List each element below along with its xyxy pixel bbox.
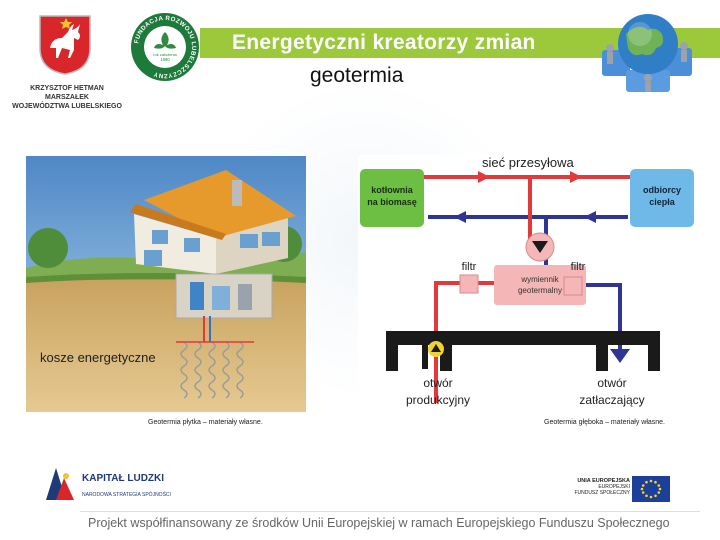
eu-label-fund2: FUNDUSZ SPOŁECZNY xyxy=(574,490,630,496)
eu-label-fund1: EUROPEJSKI xyxy=(598,484,630,490)
arrow-right-icon xyxy=(570,171,582,183)
arrow-down-icon xyxy=(610,349,630,363)
filter-right-icon xyxy=(563,276,583,296)
filter-left-label: filtr xyxy=(462,261,477,273)
consumers-label-line1: odbiorcy xyxy=(643,185,681,195)
injection-well-line1: otwór xyxy=(597,376,626,390)
page-title: geotermia xyxy=(310,64,404,87)
kapital-ludzki-logo-icon xyxy=(46,468,74,500)
consumers-box xyxy=(630,169,694,227)
network-label: sieć przesyłowa xyxy=(482,155,575,170)
production-well-line2: produkcyjny xyxy=(406,393,470,407)
boiler-label-line2: na biomasę xyxy=(367,197,417,207)
eu-text-block: UNIA EUROPEJSKA EUROPEJSKI FUNDUSZ SPOŁE… xyxy=(560,478,630,496)
footer-project-text: Projekt współfinansowany ze środków Unii… xyxy=(88,516,670,530)
kapital-ludzki-title: KAPITAŁ LUDZKI xyxy=(82,473,165,484)
boiler-box xyxy=(360,169,424,227)
exchanger-label-line2: geotermalny xyxy=(518,286,562,295)
production-well-line1: otwór xyxy=(423,376,452,390)
consumers-label-line2: ciepła xyxy=(649,197,676,207)
governor-region: WOJEWÓDZTWA LUBELSKIEGO xyxy=(12,103,122,110)
foundation-logo: FUNDACJA ROZWOJU LUBELSZCZYZNY rok założ… xyxy=(131,13,199,81)
arrow-left-icon xyxy=(584,211,596,223)
eu-label-union: UNIA EUROPEJSKA xyxy=(577,478,630,484)
coat-of-arms-icon xyxy=(39,15,91,75)
kapital-ludzki-subtitle: NARODOWA STRATEGIA SPÓJNOŚCI xyxy=(82,492,171,498)
filter-right-label: filtr xyxy=(571,261,586,273)
arrow-right-icon xyxy=(478,171,490,183)
heat-exchanger-box xyxy=(494,265,586,305)
baskets-label: kosze energetyczne xyxy=(40,350,156,365)
filter-left-icon xyxy=(459,274,479,294)
boiler-label-line1: kotłownia xyxy=(371,185,413,195)
governor-role: MARSZAŁEK xyxy=(45,94,89,101)
exchanger-label-line1: wymiennik xyxy=(520,275,559,284)
injection-well-line2: zatłaczający xyxy=(579,393,644,407)
governor-signature: KRZYSZTOF HETMAN MARSZAŁEK WOJEWÓDZTWA L… xyxy=(8,84,126,111)
foundation-center-line1: rok założenia xyxy=(153,52,177,57)
deep-geothermal-diagram: sieć przesyłowa kotłownia na biomasę odb… xyxy=(358,155,696,412)
left-figure-caption: Geotermia płytka – materiały własne. xyxy=(148,419,263,426)
globe-puzzle-icon xyxy=(602,14,692,92)
arrow-left-icon xyxy=(454,211,466,223)
banner-title: Energetyczni kreatorzy zmian xyxy=(232,31,536,54)
eu-flag-icon xyxy=(632,476,670,502)
foundation-center-line2: 1990 xyxy=(160,57,170,62)
footer-divider xyxy=(80,511,700,512)
right-figure-caption: Geotermia głęboka – materiały własne. xyxy=(544,419,666,426)
shallow-geothermal-illustration: kosze energetyczne xyxy=(26,156,306,412)
governor-name: KRZYSZTOF HETMAN xyxy=(30,85,104,92)
